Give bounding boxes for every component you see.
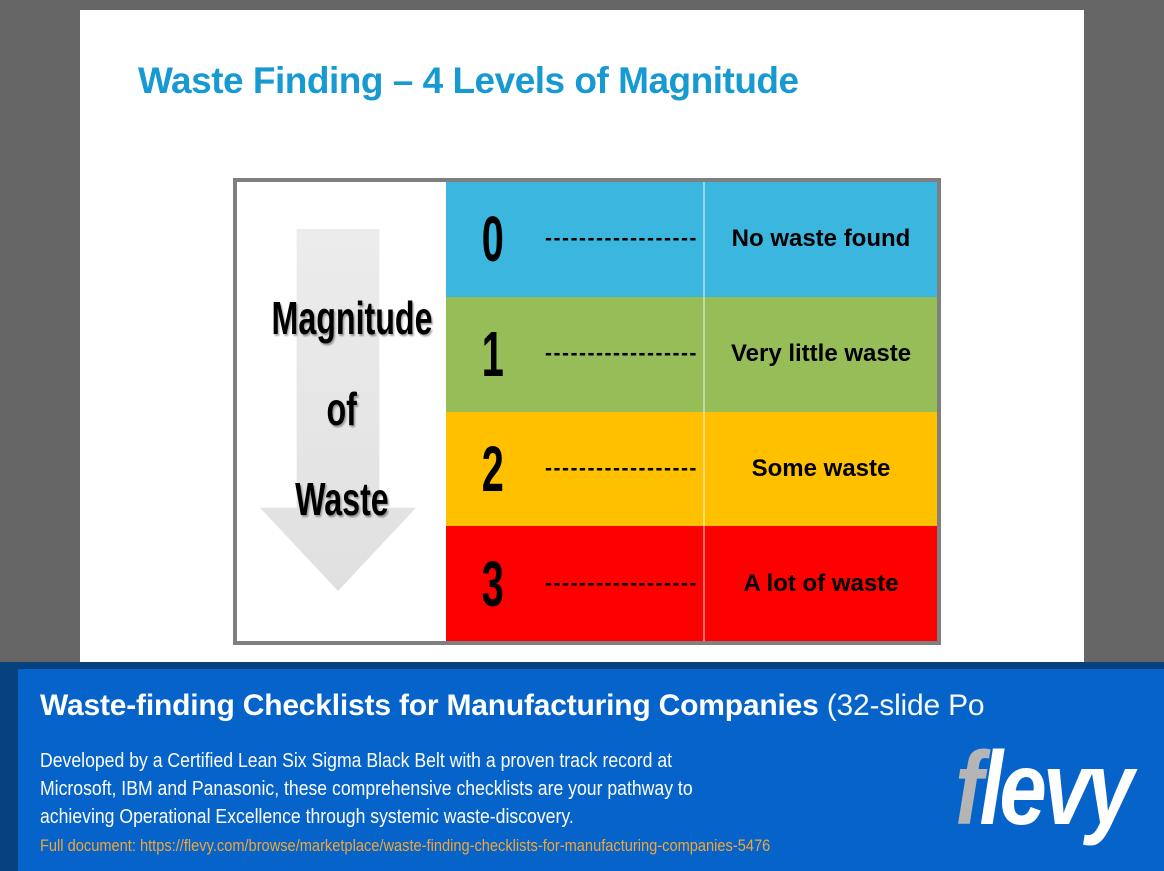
magnitude-arrow-panel: Magnitude of Waste	[237, 182, 446, 641]
table-row-level-3: 3 ------------------ A lot of waste	[446, 526, 937, 641]
magnitude-rows: 0 ------------------ No waste found 1 --…	[446, 182, 937, 641]
slide-canvas: Waste Finding – 4 Levels of Magnitude Ma…	[80, 10, 1084, 662]
level-number: 3	[481, 547, 505, 620]
document-title: Waste-finding Checklists for Manufacturi…	[40, 689, 985, 723]
full-document-link-row: Full document: https://flevy.com/browse/…	[40, 836, 889, 856]
document-title-suffix: (32-slide Po	[818, 689, 985, 722]
slide-title: Waste Finding – 4 Levels of Magnitude	[138, 60, 799, 101]
level-number: 0	[481, 203, 505, 276]
level-description: Very little waste	[703, 296, 937, 412]
level-description: Some waste	[703, 411, 937, 527]
level-number: 1	[481, 318, 505, 391]
table-row-level-2: 2 ------------------ Some waste	[446, 411, 937, 527]
table-row-level-1: 1 ------------------ Very little waste	[446, 296, 937, 412]
document-title-main: Waste-finding Checklists for Manufacturi…	[40, 689, 819, 722]
magnitude-table: Magnitude of Waste 0 ------------------ …	[233, 178, 941, 645]
full-document-label: Full document:	[40, 836, 140, 855]
arrow-label-line2: of	[326, 383, 357, 435]
dash-separator: ------------------	[545, 227, 698, 251]
dash-separator: ------------------	[545, 342, 698, 366]
dash-separator: ------------------	[545, 571, 698, 595]
arrow-label-line3: Waste	[294, 473, 389, 525]
level-description: A lot of waste	[703, 526, 937, 641]
footer-banner-inner: Waste-finding Checklists for Manufacturi…	[18, 669, 1164, 871]
flevy-logo-f: f	[955, 731, 983, 847]
dash-separator: ------------------	[545, 456, 698, 480]
level-description: No waste found	[703, 182, 937, 297]
document-description: Developed by a Certified Lean Six Sigma …	[40, 749, 693, 828]
table-row-level-0: 0 ------------------ No waste found	[446, 182, 937, 297]
flevy-logo-levy: levy	[979, 731, 1134, 847]
footer-banner: Waste-finding Checklists for Manufacturi…	[0, 662, 1164, 871]
arrow-label-line1: Magnitude	[271, 292, 433, 344]
flevy-logo: flevy	[955, 737, 1164, 841]
level-number: 2	[481, 432, 505, 505]
document-url-link[interactable]: https://flevy.com/browse/marketplace/was…	[139, 836, 771, 855]
